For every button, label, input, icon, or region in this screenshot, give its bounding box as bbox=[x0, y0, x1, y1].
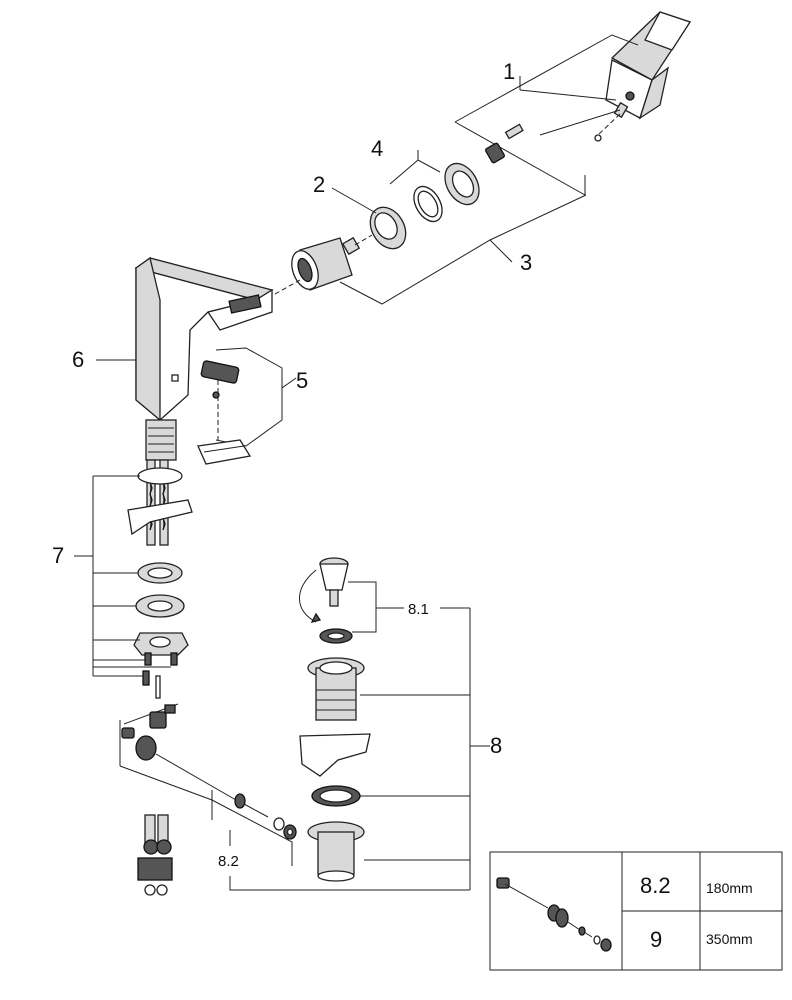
callout-4-label: 4 bbox=[371, 136, 383, 161]
callout-1-leader bbox=[454, 34, 639, 196]
callout-5-label: 5 bbox=[296, 368, 308, 393]
part-4-seal-rings bbox=[413, 162, 480, 223]
callout-4-leader bbox=[389, 159, 441, 185]
table-row-1-length: 180mm bbox=[706, 880, 753, 896]
part-8-pop-up-waste bbox=[299, 557, 371, 882]
callout-5-leader bbox=[281, 377, 297, 389]
supply-hose-ends bbox=[137, 814, 173, 896]
callout-2-leader bbox=[331, 187, 377, 214]
callout-8-1-label: 8.1 bbox=[408, 601, 429, 618]
table-row-2-part: 9 bbox=[650, 927, 662, 952]
table-row-1-part: 8.2 bbox=[640, 873, 671, 898]
pop-up-rod-assembly bbox=[121, 703, 297, 840]
callout-8-2-leader bbox=[119, 720, 293, 866]
part-5-mounting-bracket bbox=[197, 347, 283, 465]
part-6-faucet-body bbox=[134, 256, 274, 461]
callout-2-label: 2 bbox=[313, 172, 325, 197]
part-1-lever-handle bbox=[594, 11, 692, 142]
callout-3-leader bbox=[339, 194, 587, 305]
callout-7-leader bbox=[74, 475, 171, 677]
callout-8-label: 8 bbox=[490, 733, 502, 758]
callout-1-label: 1 bbox=[503, 59, 515, 84]
supply-hoses bbox=[127, 459, 193, 546]
part-3-cartridge bbox=[291, 234, 373, 291]
table-row-2-length: 350mm bbox=[706, 931, 753, 947]
callout-8-leader bbox=[229, 581, 490, 891]
callout-7-label: 7 bbox=[52, 543, 64, 568]
callout-8-2-label: 8.2 bbox=[218, 853, 239, 870]
adapter-screw bbox=[485, 123, 524, 164]
table-rod-illustration bbox=[496, 877, 612, 952]
callout-6-label: 6 bbox=[72, 347, 84, 372]
pop-up-rod-length-table: 8.2 180mm 9 350mm bbox=[489, 851, 783, 971]
part-7-mounting-set bbox=[133, 467, 189, 699]
callout-3-label: 3 bbox=[520, 250, 532, 275]
part-2-bonnet-nut bbox=[369, 206, 407, 250]
